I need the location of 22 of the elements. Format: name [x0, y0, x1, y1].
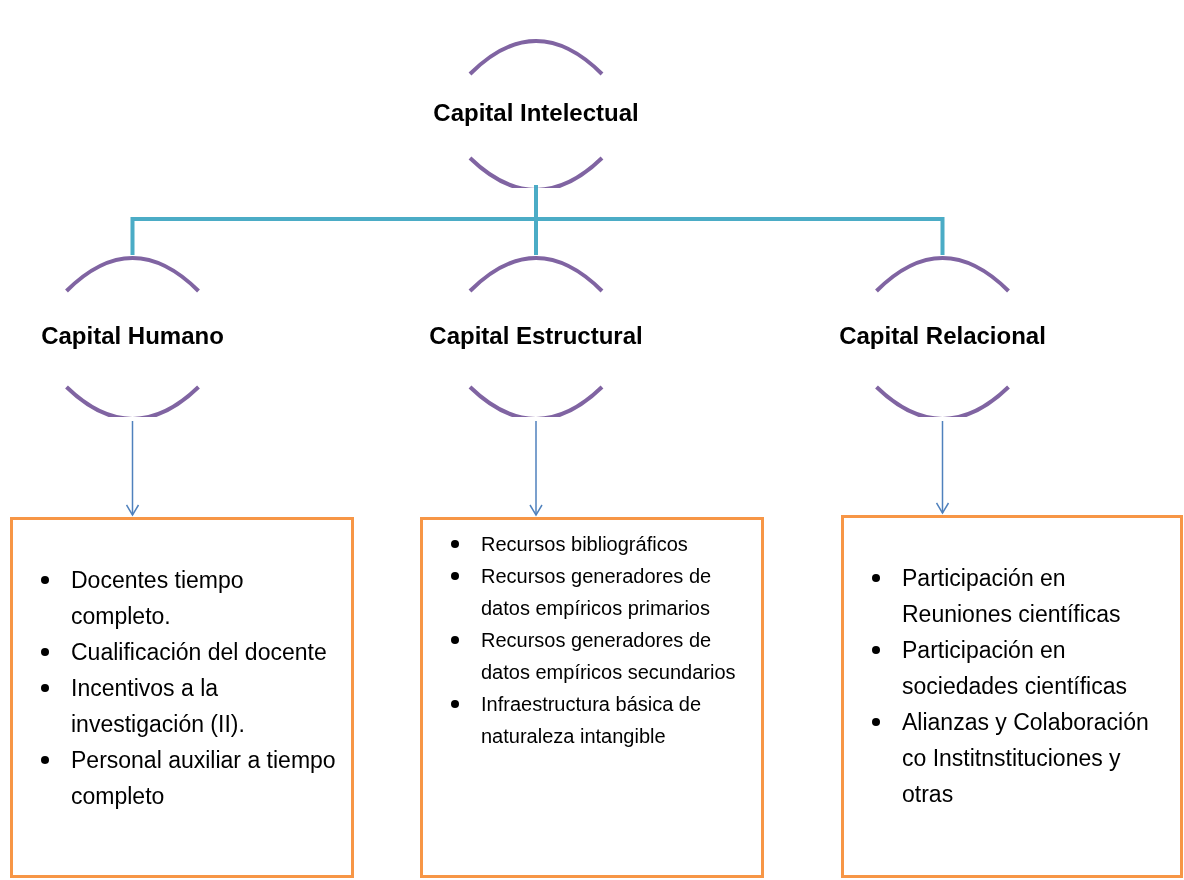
- bullet-item: Recursos bibliográficos: [481, 532, 689, 557]
- connector-line: [534, 185, 945, 255]
- node-title: Capital Relacional: [839, 321, 1046, 351]
- bullet-item: Infraestructura básica de naturaleza intangible: [481, 692, 703, 749]
- node-title: Capital Intelectual: [433, 98, 639, 128]
- node-title: Capital Humano: [41, 321, 224, 351]
- bullet-item: Recursos generadores de datos empíricos primarios: [481, 564, 713, 621]
- bullet-item: Personal auxiliar a tiempo completo: [71, 746, 337, 811]
- list-box: [10, 517, 354, 878]
- list-box: [841, 515, 1183, 878]
- list-box: [420, 517, 764, 878]
- bullet-item: Alianzas y Colaboración co Institnstituciones y otras: [902, 708, 1150, 809]
- node-title: Capital Estructural: [429, 321, 643, 351]
- bullet-item: Incentivos a la investigación (II).: [71, 674, 246, 739]
- bullet-item: Cualificación del docente: [71, 638, 328, 667]
- arrow: [935, 420, 950, 514]
- bullet-item: Recursos generadores de datos empíricos secundarios: [481, 628, 737, 685]
- bullet-item: Docentes tiempo completo.: [71, 566, 245, 631]
- arrow: [125, 420, 140, 516]
- arrow: [529, 420, 543, 516]
- bullet-item: Participación en sociedades científicas: [902, 636, 1128, 701]
- bullet-item: Participación en Reuniones científicas: [902, 564, 1122, 629]
